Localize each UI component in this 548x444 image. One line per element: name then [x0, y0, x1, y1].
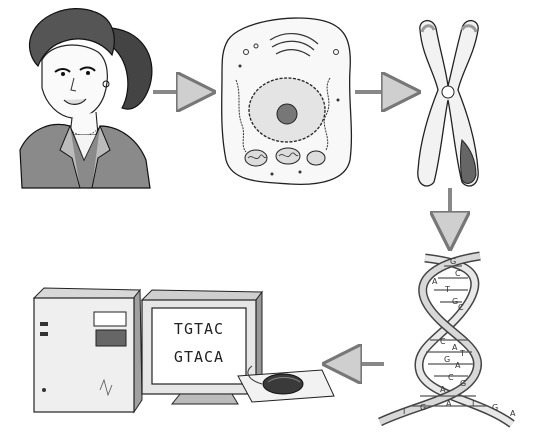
woman-portrait-icon	[19, 8, 153, 189]
bottom-base-labels: I G A I G A	[403, 399, 516, 418]
helix-base-letter: C	[458, 303, 464, 312]
bottom-base-letter: A	[446, 399, 452, 408]
desktop-computer-icon: TGTAC GTACA	[32, 287, 335, 414]
screen-line-1: TGTAC	[174, 320, 224, 338]
helix-base-letter: C	[448, 373, 454, 382]
helix-base-letter: G	[460, 379, 466, 388]
mouse-and-pad	[237, 365, 335, 403]
bottom-base-letter: A	[510, 409, 516, 418]
cell-icon	[221, 17, 353, 186]
computer-monitor: TGTAC GTACA	[140, 289, 263, 405]
helix-base-letter: C	[440, 337, 446, 346]
bottom-base-letter: I	[472, 399, 474, 408]
helix-base-letter: G	[452, 297, 458, 306]
helix-base-letter: A	[432, 277, 438, 286]
helix-base-letter: A	[452, 343, 458, 352]
helix-base-letter: C	[455, 269, 461, 278]
helix-base-letter: G	[450, 257, 456, 266]
helix-base-letter: G	[444, 355, 450, 364]
dna-double-helix-icon	[378, 251, 515, 428]
chromosome-icon	[417, 20, 479, 187]
helix-base-letter: T	[444, 285, 450, 294]
bottom-base-letter: G	[420, 403, 426, 412]
helix-base-letter: A	[440, 385, 446, 394]
bottom-base-letter: I	[403, 407, 405, 416]
helix-base-letter: A	[455, 361, 461, 370]
bottom-base-letter: G	[492, 403, 498, 412]
screen-line-2: GTACA	[174, 348, 224, 366]
computer-tower	[32, 287, 143, 414]
helix-base-letter: T	[459, 349, 465, 358]
